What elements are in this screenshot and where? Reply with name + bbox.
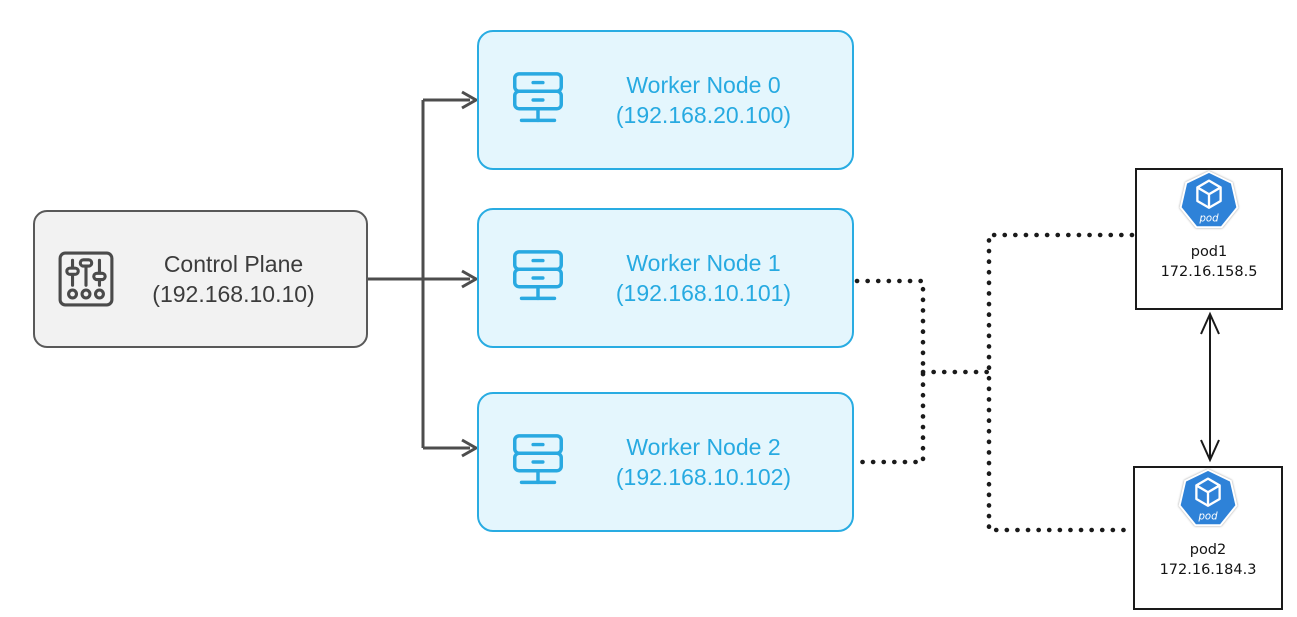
worker-node-1-ip: (192.168.10.101)	[615, 280, 792, 306]
pod2-label: pod2 172.16.184.3	[1160, 541, 1257, 608]
worker-node-2-title: Worker Node 2	[626, 433, 781, 460]
kubernetes-pod-icon: pod	[1177, 468, 1239, 535]
pod2-title: pod2	[1189, 542, 1227, 558]
worker-to-pod-dotted-connector	[852, 232, 1135, 533]
pod1-node: pod pod1 172.16.158.5	[1135, 168, 1283, 310]
pod1-title: pod1	[1190, 244, 1228, 260]
worker-node-1: Worker Node 1 (192.168.10.101)	[477, 208, 854, 348]
pod-icon-text: pod	[1198, 213, 1219, 224]
worker-node-1-title: Worker Node 1	[626, 249, 781, 276]
pod-icon-text: pod	[1197, 511, 1218, 522]
worker-node-2-ip: (192.168.10.102)	[615, 464, 792, 490]
worker-node-0-title: Worker Node 0	[626, 71, 781, 98]
worker-node-2-label: Worker Node 2 (192.168.10.102)	[569, 432, 852, 493]
control-plane-node: Control Plane (192.168.10.10)	[33, 210, 368, 348]
server-icon	[513, 250, 563, 301]
pod1-pod2-arrow	[1200, 311, 1220, 463]
pod1-ip: 172.16.158.5	[1160, 263, 1258, 280]
arrowhead-worker-2	[461, 438, 480, 458]
arrowhead-up	[1200, 311, 1220, 335]
worker-node-0-label: Worker Node 0 (192.168.20.100)	[569, 70, 852, 131]
control-plane-title: Control Plane	[163, 250, 304, 277]
control-to-workers-connector	[368, 90, 480, 458]
worker-node-1-label: Worker Node 1 (192.168.10.101)	[569, 248, 852, 309]
pod2-node: pod pod2 172.16.184.3	[1133, 466, 1283, 610]
control-plane-ip: (192.168.10.10)	[152, 281, 315, 307]
arrowhead-worker-0	[461, 90, 480, 110]
server-icon	[513, 434, 563, 485]
worker-node-0-ip: (192.168.20.100)	[615, 102, 792, 128]
pod1-label: pod1 172.16.158.5	[1161, 243, 1258, 308]
arrowhead-down	[1200, 439, 1220, 463]
server-icon	[513, 72, 563, 123]
worker-node-2: Worker Node 2 (192.168.10.102)	[477, 392, 854, 532]
pod2-ip: 172.16.184.3	[1159, 561, 1257, 578]
arrowhead-worker-1	[461, 269, 480, 289]
control-plane-label: Control Plane (192.168.10.10)	[115, 249, 366, 310]
worker-node-0: Worker Node 0 (192.168.20.100)	[477, 30, 854, 170]
sliders-icon	[58, 251, 114, 307]
kubernetes-pod-icon: pod	[1178, 170, 1240, 237]
